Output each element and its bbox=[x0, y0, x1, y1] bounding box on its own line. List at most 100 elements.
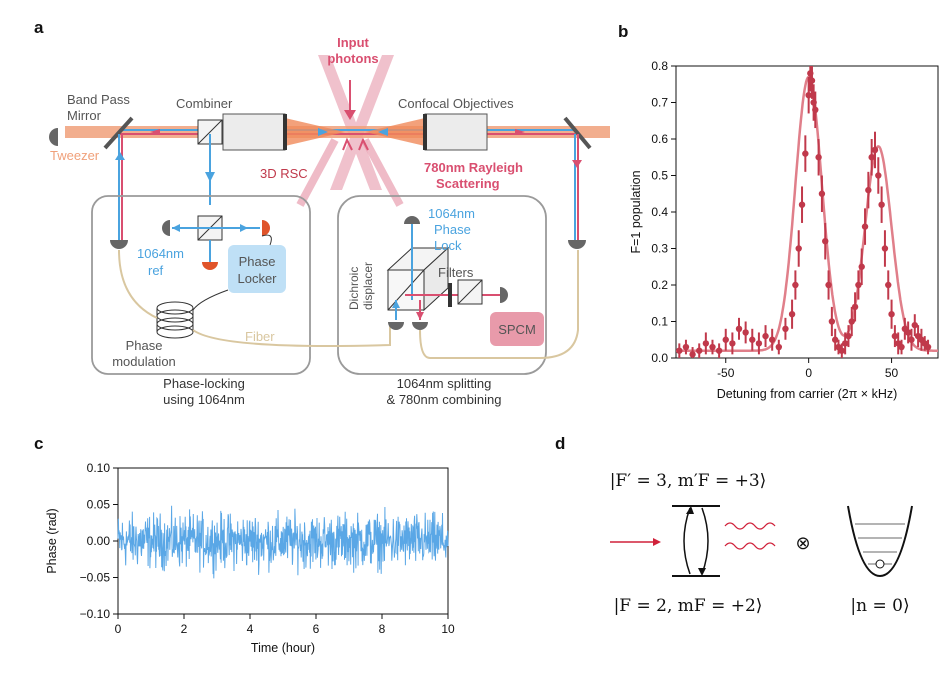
data-point bbox=[904, 329, 912, 336]
data-point bbox=[812, 106, 819, 114]
right-focus-cone bbox=[365, 118, 425, 146]
right-mirror bbox=[563, 116, 592, 150]
data-point bbox=[815, 154, 822, 161]
y-tick-label: 0.8 bbox=[651, 59, 668, 73]
data-point bbox=[805, 92, 812, 99]
band-pass-mirror bbox=[103, 116, 134, 150]
panel-letter-c: c bbox=[34, 434, 44, 453]
panel-letter-d: d bbox=[555, 434, 566, 453]
data-point bbox=[788, 311, 796, 318]
tensor-product-symbol: ⊗ bbox=[795, 533, 810, 553]
data-point bbox=[798, 201, 806, 208]
y-tick-label: 0.05 bbox=[87, 498, 111, 512]
label-fiber: Fiber bbox=[245, 329, 275, 344]
caption-phase-locking-2: using 1064nm bbox=[163, 392, 245, 407]
data-point bbox=[885, 281, 892, 289]
label-ref-1: 1064nm bbox=[137, 246, 184, 261]
splitting-box bbox=[337, 195, 547, 375]
data-point bbox=[868, 154, 875, 161]
data-point bbox=[848, 318, 855, 325]
chart-b-frame bbox=[675, 65, 939, 359]
label-input-photons: Input bbox=[337, 35, 369, 50]
x-tick-label: 50 bbox=[885, 366, 899, 380]
data-point bbox=[845, 332, 852, 340]
input-arrow-head bbox=[344, 110, 356, 120]
right-objective bbox=[424, 113, 488, 151]
data-point bbox=[888, 311, 895, 318]
atom-in-trap bbox=[875, 559, 885, 569]
panel-letter-a: a bbox=[34, 18, 44, 37]
data-point bbox=[818, 190, 826, 197]
phase-trace bbox=[117, 505, 449, 579]
x-tick-label: -50 bbox=[717, 366, 735, 380]
y-tick-label: 0.5 bbox=[651, 169, 668, 183]
label-rsc: 3D RSC bbox=[260, 166, 308, 181]
data-point bbox=[865, 186, 872, 194]
data-point bbox=[828, 318, 836, 325]
x-axis-label: Time (hour) bbox=[251, 641, 315, 655]
data-point bbox=[861, 223, 869, 230]
y-tick-label: 0.10 bbox=[87, 461, 111, 475]
data-point bbox=[735, 325, 743, 332]
label-scattering: Scattering bbox=[436, 176, 500, 191]
data-point bbox=[911, 321, 918, 329]
label-band-pass: Band Pass bbox=[67, 92, 130, 107]
y-tick-label: 0.3 bbox=[651, 242, 668, 256]
data-point bbox=[858, 263, 865, 270]
label-phase-mod-1: Phase bbox=[126, 338, 163, 353]
x-tick-label: 0 bbox=[115, 622, 122, 636]
label-ref-2: ref bbox=[148, 263, 164, 278]
data-point bbox=[755, 340, 763, 347]
data-point bbox=[682, 343, 690, 351]
up-transition-arrow bbox=[683, 507, 691, 575]
data-point bbox=[871, 146, 879, 154]
y-tick-label: 0.7 bbox=[651, 96, 668, 110]
data-point bbox=[729, 340, 736, 347]
phase-locker-box bbox=[228, 245, 286, 293]
x-axis-label: Detuning from carrier (2π × kHz) bbox=[717, 387, 898, 401]
data-point bbox=[855, 281, 862, 289]
data-point bbox=[802, 150, 809, 157]
x-tick-label: 6 bbox=[313, 622, 320, 636]
label-confocal: Confocal Objectives bbox=[398, 96, 514, 111]
caption-splitting-1: 1064nm splitting bbox=[397, 376, 492, 391]
input-photon-beams bbox=[318, 55, 394, 190]
label-phase-mod-2: modulation bbox=[112, 354, 176, 369]
data-point bbox=[898, 343, 905, 351]
level-diagram: |F′ = 3, m′F = +3⟩ |F = 2, mF = +2⟩ ⊗ |n… bbox=[610, 471, 913, 616]
data-point bbox=[792, 281, 799, 289]
left-detector bbox=[49, 128, 58, 146]
y-tick-label: 0.6 bbox=[651, 132, 668, 146]
y-axis-label: Phase (rad) bbox=[45, 508, 59, 573]
label-phase-lock-1: 1064nm bbox=[428, 206, 475, 221]
label-mirror: Mirror bbox=[67, 108, 102, 123]
y-tick-label: 0.0 bbox=[651, 351, 668, 365]
y-tick-label: 0.2 bbox=[651, 278, 668, 292]
data-point bbox=[924, 343, 932, 351]
motional-state-label: |n = 0⟩ bbox=[850, 596, 909, 616]
data-point bbox=[891, 332, 899, 340]
emission-wave-2 bbox=[724, 542, 776, 550]
left-focus-cone bbox=[285, 118, 345, 146]
down-transition-arrow bbox=[701, 507, 709, 575]
data-point bbox=[775, 343, 783, 351]
caption-splitting-2: & 780nm combining bbox=[387, 392, 502, 407]
data-point bbox=[689, 351, 696, 358]
data-point bbox=[702, 340, 710, 347]
data-point bbox=[822, 238, 829, 245]
label-phase-locker-2: Locker bbox=[237, 271, 277, 286]
label-phase-locker-1: Phase bbox=[239, 254, 276, 269]
data-point bbox=[715, 347, 723, 354]
data-point bbox=[762, 332, 769, 340]
data-point bbox=[742, 329, 749, 336]
y-tick-label: −0.10 bbox=[80, 607, 111, 621]
harmonic-potential bbox=[847, 505, 913, 578]
label-phase-lock-3: Lock bbox=[434, 238, 462, 253]
y-tick-label: −0.05 bbox=[80, 571, 111, 585]
label-rayleigh: 780nm Rayleigh bbox=[424, 160, 523, 175]
label-input-photons-2: photons bbox=[327, 51, 378, 66]
data-point bbox=[831, 336, 839, 343]
data-point bbox=[841, 340, 849, 347]
x-tick-label: 4 bbox=[247, 622, 254, 636]
